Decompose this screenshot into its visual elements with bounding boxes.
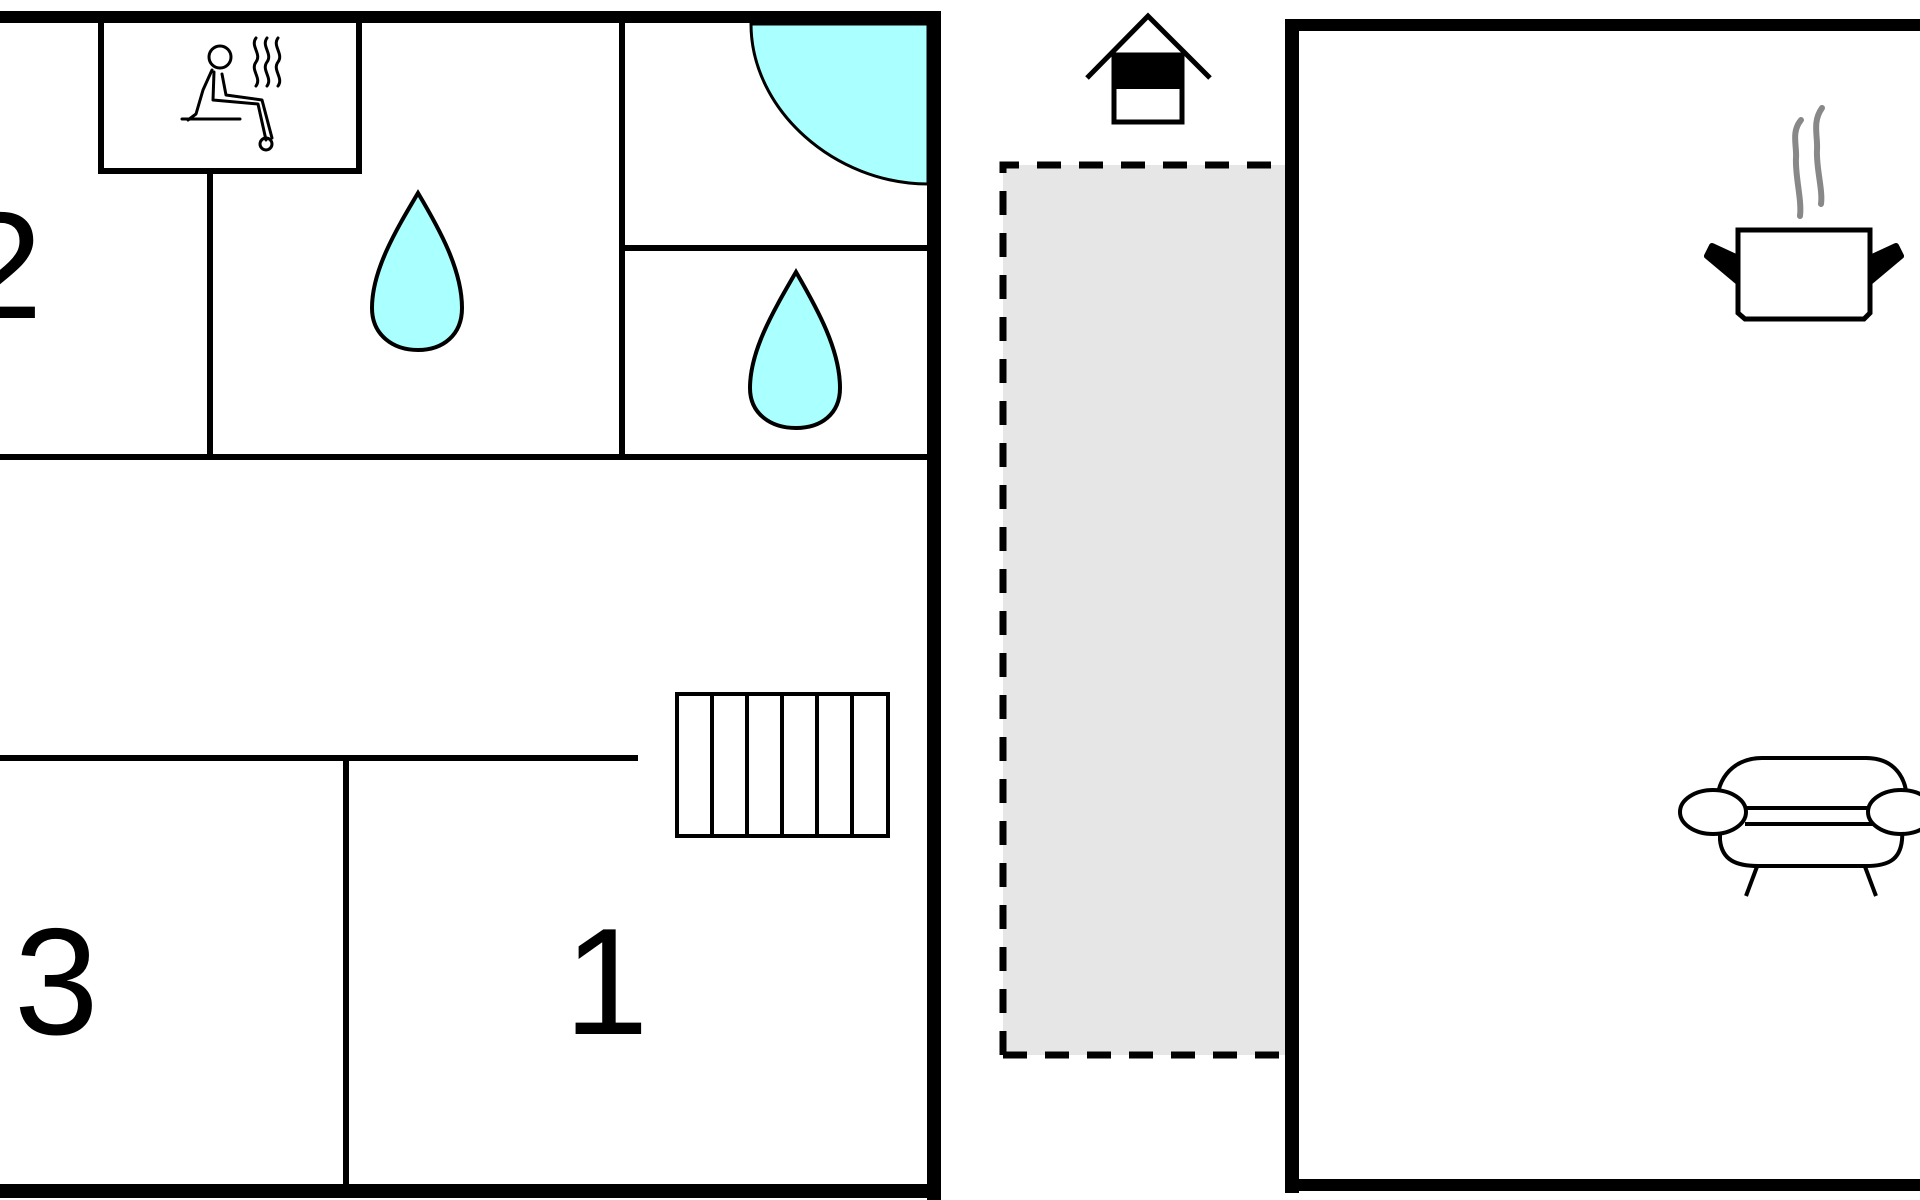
room-label-2: 2 <box>0 181 43 351</box>
left-building <box>0 11 941 1200</box>
sauna-icon <box>180 36 282 152</box>
water-drop-icon <box>747 268 843 431</box>
house-entrance-icon <box>1085 12 1212 125</box>
cooking-pot-icon <box>1704 105 1904 322</box>
sofa-icon <box>1678 756 1920 897</box>
room-label-3: 3 <box>14 897 99 1067</box>
right-building <box>1285 19 1920 1193</box>
water-drop-icon <box>369 189 465 353</box>
room-label-1: 1 <box>564 897 649 1067</box>
staircase-icon <box>675 692 890 838</box>
terrace-area <box>999 161 1287 1059</box>
shower-quarter-circle-icon <box>749 22 930 186</box>
